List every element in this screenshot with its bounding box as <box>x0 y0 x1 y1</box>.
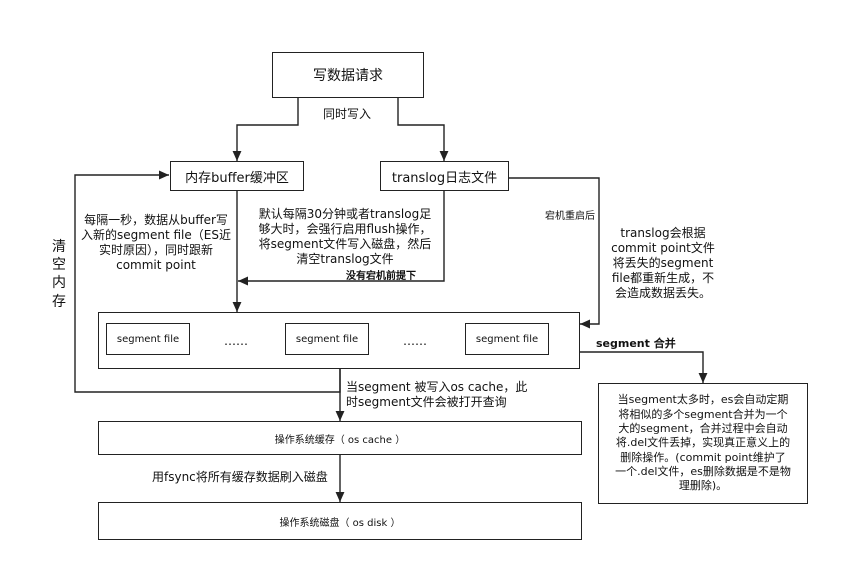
write-request-label: 写数据请求 <box>313 68 383 84</box>
translog-regenerate-label: translog会根据 commit point文件 将丢失的segment f… <box>604 226 722 301</box>
merge-note-line: 一个.del文件，es删除数据是不是物 <box>615 464 791 478</box>
no-crash-label: 没有宕机前提下 <box>346 271 416 282</box>
regenerate-line: file都重新生成，不 <box>611 271 715 285</box>
segment-ellipsis-2: …… <box>403 334 427 348</box>
buffer-every-second-label: 每隔一秒，数据从buffer写 入新的segment file（ES近 实时原因… <box>80 213 232 273</box>
edge-translog-crash-restart <box>509 177 600 329</box>
segment-file-label-3: segment file <box>475 333 539 345</box>
os-cache-note-line: 当segment 被写入os cache，此 <box>346 380 528 394</box>
clear-memory-char: 清 <box>52 239 66 255</box>
merge-note-line: 将相似的多个segment合并为一个 <box>618 407 788 421</box>
segment-file-label-2: segment file <box>295 333 359 345</box>
os-cache-note-line: 时segment文件会被打开查询 <box>346 395 507 409</box>
buffer-note-line: 每隔一秒，数据从buffer写 <box>84 213 228 227</box>
edge-request-to-buffer <box>232 98 299 161</box>
clear-memory-char: 存 <box>52 293 66 310</box>
flush-note-line: 将segment文件写入磁盘，然后 <box>258 237 432 251</box>
os-disk-node: 操作系统磁盘（ os disk ） <box>98 502 582 540</box>
flush-note-line: 清空translog文件 <box>296 252 394 266</box>
buffer-note-line: 入新的segment file（ES近 <box>81 228 231 242</box>
buffer-note-line: 实时原因），同时跟新 <box>98 243 213 257</box>
segment-ellipsis-1: …… <box>224 334 248 348</box>
os-cache-node: 操作系统缓存（ os cache ） <box>98 421 582 455</box>
memory-buffer-node: 内存buffer缓冲区 <box>170 161 304 191</box>
os-disk-label: 操作系统磁盘（ os disk ） <box>279 517 401 529</box>
edge-segment-merge <box>580 351 708 383</box>
memory-buffer-label: 内存buffer缓冲区 <box>185 170 289 186</box>
crash-restart-label: 宕机重启后 <box>545 211 595 222</box>
os-cache-label: 操作系统缓存（ os cache ） <box>274 434 406 446</box>
segment-merge-label: segment 合并 <box>596 337 676 350</box>
flush-note-line: 够大时，会强行启用flush操作， <box>258 222 432 236</box>
regenerate-line: 将丢失的segment <box>612 256 714 270</box>
merge-note-line: 删除操作。(commit point维护了 <box>620 450 786 464</box>
write-request-node: 写数据请求 <box>272 52 424 98</box>
segment-merge-note: 当segment太多时，es会自动定期 将相似的多个segment合并为一个 大… <box>598 383 808 504</box>
simultaneous-write-label: 同时写入 <box>323 107 372 121</box>
buffer-note-line: commit point <box>116 258 196 272</box>
regenerate-line: translog会根据 <box>620 226 706 240</box>
merge-note-line: 理删除)。 <box>678 479 728 493</box>
merge-note-line: 将.del文件丢掉，实现真正意义上的 <box>615 436 791 450</box>
flush-note-line: 默认每隔30分钟或者translog足 <box>258 207 432 221</box>
translog-file-node: translog日志文件 <box>380 161 509 191</box>
regenerate-line: commit point文件 <box>611 241 715 255</box>
edge-translog-flush <box>238 191 445 286</box>
clear-memory-char: 内 <box>52 275 66 292</box>
regenerate-line: 会造成数据丢失。 <box>614 286 711 300</box>
clear-memory-label: 清 空 内 存 <box>49 238 69 311</box>
merge-note-line: 当segment太多时，es会自动定期 <box>617 393 789 407</box>
clear-memory-char: 空 <box>52 257 66 274</box>
fsync-label: 用fsync将所有缓存数据刷入磁盘 <box>152 470 328 484</box>
segment-file-node-2: segment file <box>285 323 369 355</box>
segment-file-label-1: segment file <box>116 333 180 345</box>
segment-file-node-1: segment file <box>106 323 190 355</box>
os-cache-note-label: 当segment 被写入os cache，此 时segment文件会被打开查询 <box>346 380 527 410</box>
flush-note-label: 默认每隔30分钟或者translog足 够大时，会强行启用flush操作， 将s… <box>254 207 436 267</box>
merge-note-line: 大的segment，合并过程中会自动 <box>618 422 788 436</box>
segment-file-node-3: segment file <box>465 323 549 355</box>
translog-file-label: translog日志文件 <box>391 170 498 186</box>
edge-request-to-translog <box>397 98 449 161</box>
